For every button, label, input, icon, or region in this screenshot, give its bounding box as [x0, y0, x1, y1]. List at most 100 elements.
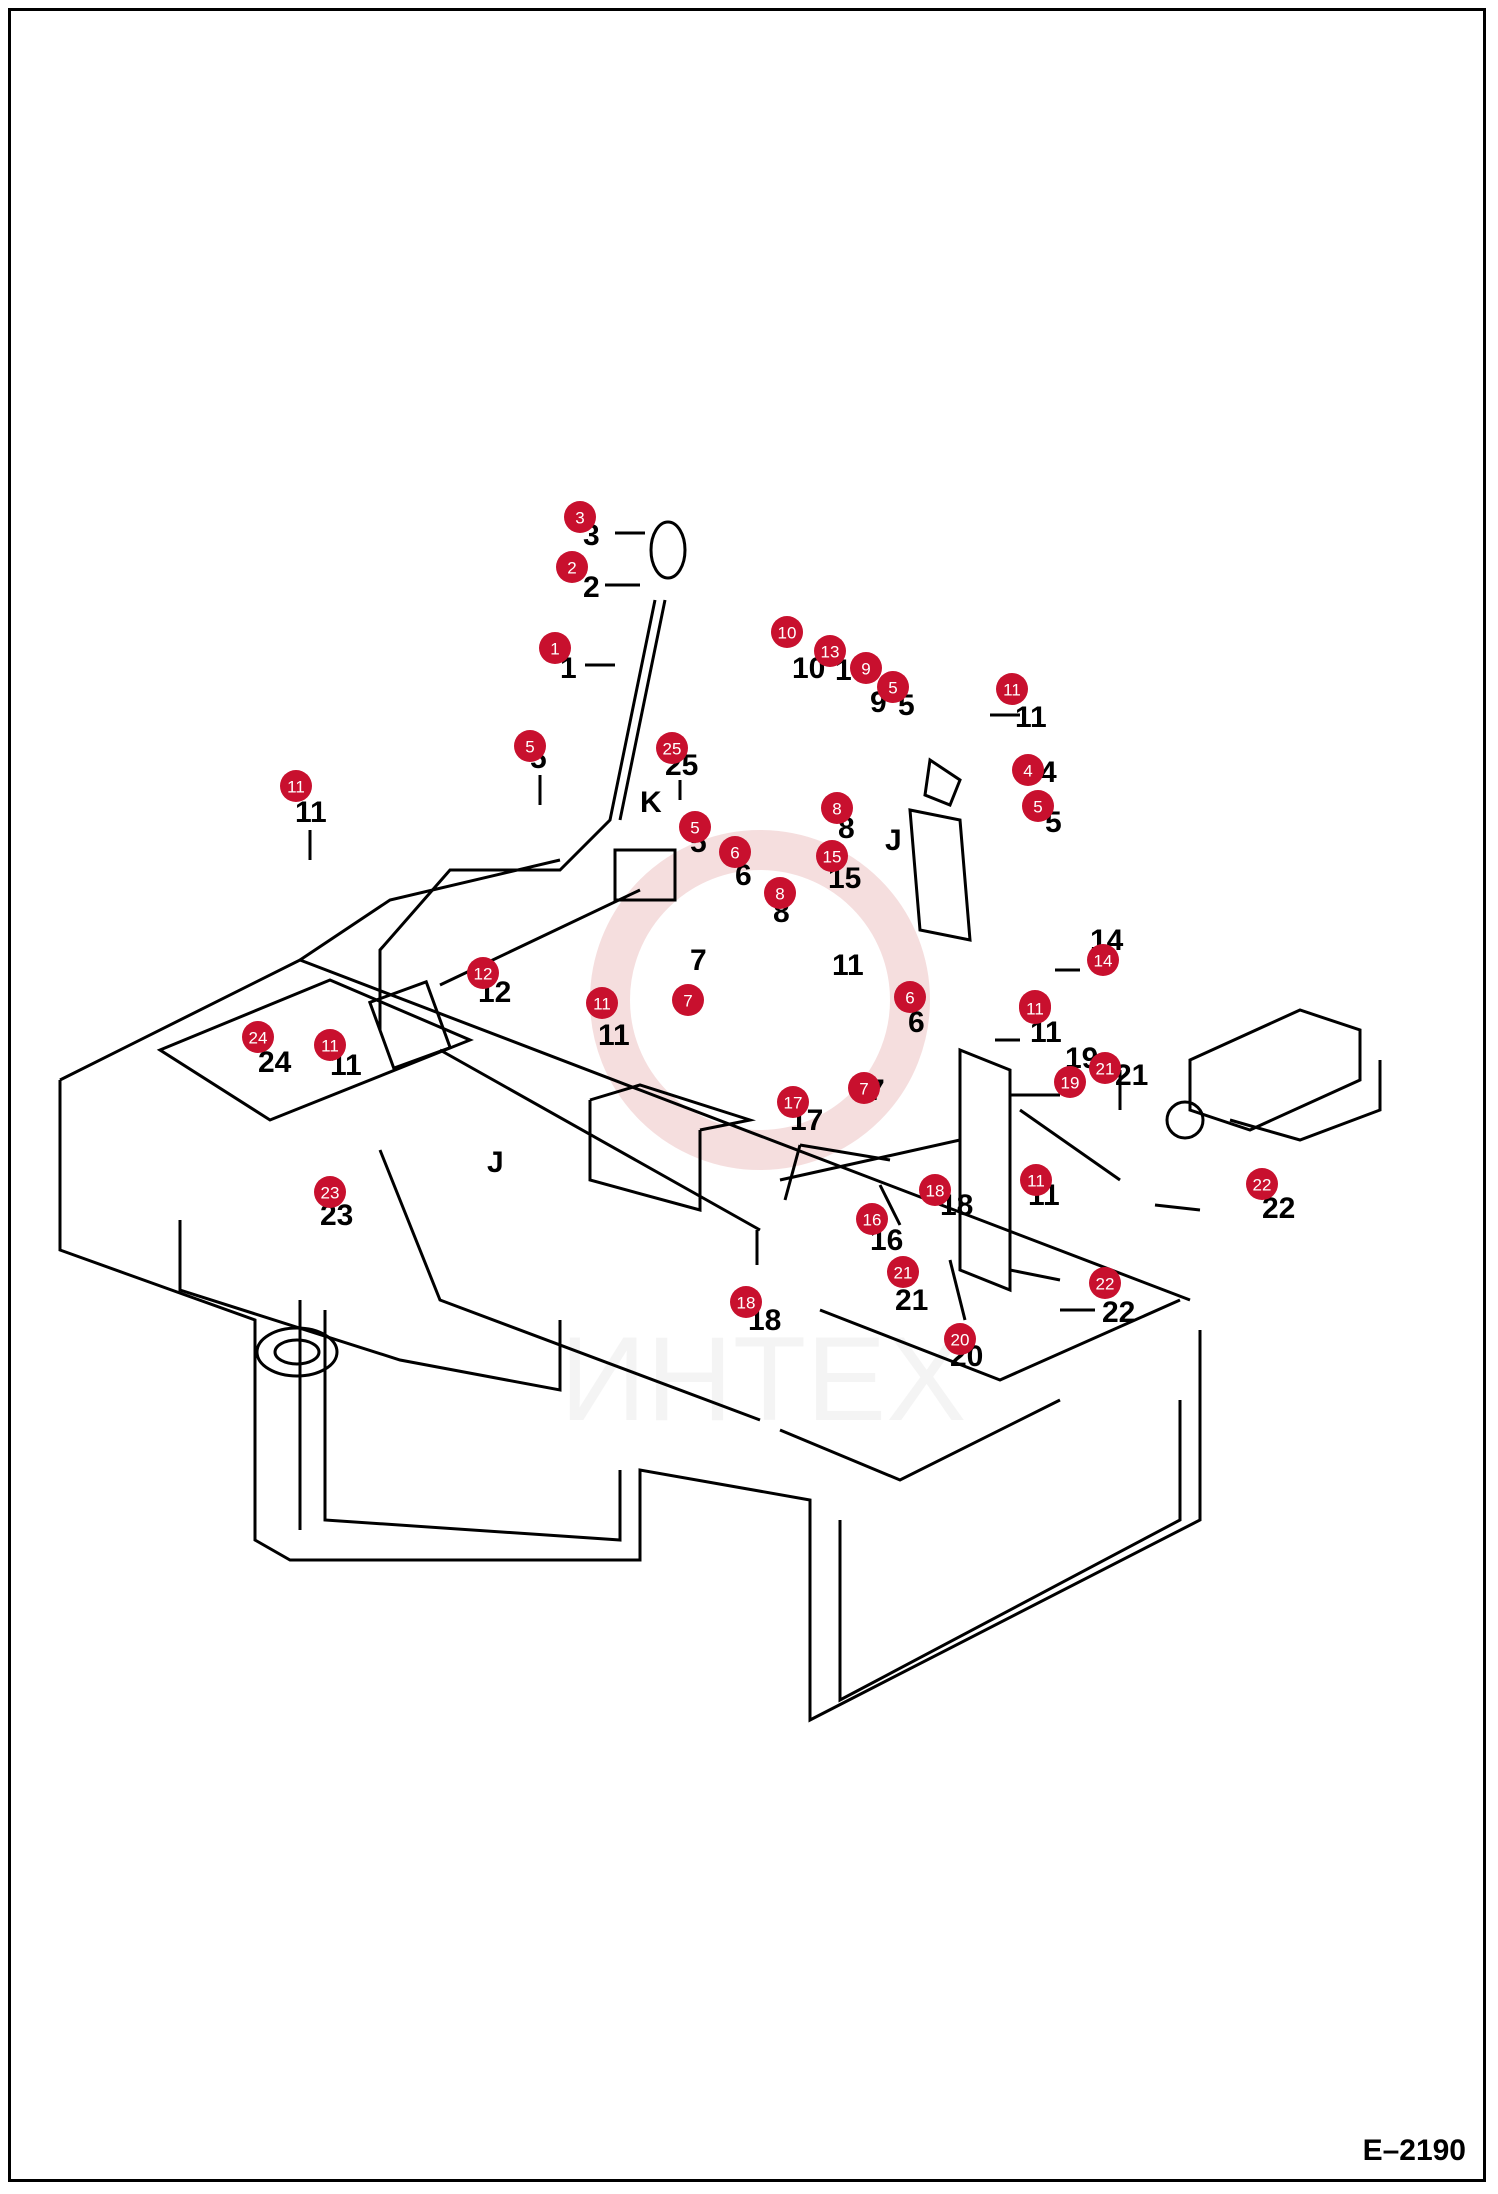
callout-number: 5 [1033, 798, 1042, 817]
callout-number: 5 [525, 738, 534, 757]
callout-number: 18 [737, 1294, 756, 1313]
diagram-frame [8, 8, 1486, 2182]
callout-24: 24 [242, 1021, 274, 1053]
callout-marker [996, 673, 1028, 705]
ref-letter-j-upper: J [885, 824, 902, 857]
callout-number: 21 [1096, 1060, 1115, 1079]
callout-13: 13 [814, 635, 846, 667]
lever-knob [649, 520, 687, 580]
callout-number: 11 [287, 778, 305, 797]
callout-marker [1020, 1164, 1052, 1196]
callout-marker [821, 792, 853, 824]
callout-marker [1054, 1066, 1086, 1098]
callout-marker [556, 551, 588, 583]
callout-number: 22 [1096, 1275, 1115, 1294]
callout-marker [850, 652, 882, 684]
callouts: 3215251156812711112423101395114581514116… [242, 501, 1278, 1355]
callout-number: 5 [690, 819, 699, 838]
callout-11: 11 [996, 673, 1028, 705]
callout-number: 13 [821, 643, 840, 662]
callout-marker [1019, 992, 1051, 1024]
callout-marker [816, 840, 848, 872]
callout-12: 12 [467, 957, 499, 989]
watermark: ИНТЕХ [560, 830, 966, 1446]
callout-number: 11 [1027, 1172, 1045, 1191]
callout-18: 18 [919, 1174, 951, 1206]
machine-frame-drawing [58, 858, 1202, 1723]
callout-marker [1089, 1052, 1121, 1084]
control-valve [1165, 1008, 1382, 1142]
figure-code: E–2190 [1362, 2134, 1466, 2167]
callout-marker [719, 836, 751, 868]
callout-marker [1246, 1168, 1278, 1200]
callout-8: 8 [821, 792, 853, 824]
callout-number: 8 [832, 800, 841, 819]
callout-15: 15 [816, 840, 848, 872]
callout-number: 6 [905, 989, 914, 1008]
callout-6: 6 [894, 981, 926, 1013]
part-label: 21 [895, 1284, 928, 1317]
callout-16: 16 [856, 1203, 888, 1235]
callout-marker [539, 632, 571, 664]
callout-number: 22 [1253, 1176, 1272, 1195]
callout-18: 18 [730, 1286, 762, 1318]
callout-11: 11 [280, 770, 312, 802]
part-label: 4 [1040, 756, 1057, 789]
callout-marker [848, 1072, 880, 1104]
callout-number: 14 [1094, 952, 1113, 971]
callout-21: 21 [887, 1256, 919, 1288]
callout-8: 8 [764, 877, 796, 909]
part-label: 2 [583, 571, 600, 604]
callout-number: 11 [321, 1037, 339, 1056]
callout-marker [242, 1021, 274, 1053]
callout-number: 18 [926, 1182, 945, 1201]
callout-marker [280, 770, 312, 802]
callout-number: 11 [1003, 681, 1021, 700]
reference-letters: K J J [487, 786, 902, 1179]
callout-marker [771, 616, 803, 648]
callout-number: 4 [1023, 762, 1032, 781]
callout-number: 25 [663, 740, 682, 759]
callout-marker [730, 1286, 762, 1318]
callout-number: 24 [249, 1029, 268, 1048]
callout-marker [314, 1029, 346, 1061]
callout-9: 9 [850, 652, 882, 684]
part-label: 11 [1015, 701, 1047, 734]
leader-lines [308, 531, 1201, 1321]
callout-number: 7 [683, 992, 692, 1011]
part-label: 22 [1102, 1296, 1135, 1329]
callout-marker [1022, 790, 1054, 822]
bracket-k [613, 848, 677, 902]
part-label: 11 [832, 949, 864, 982]
callout-number: 11 [1026, 1000, 1044, 1019]
ref-letter-j-lower: J [487, 1146, 504, 1179]
lever-rod [378, 599, 657, 1030]
control-lever-assembly [367, 520, 1121, 1293]
callout-marker [877, 671, 909, 703]
callout-2: 2 [556, 551, 588, 583]
callout-number: 19 [1061, 1074, 1080, 1093]
callout-21: 21 [1089, 1052, 1121, 1084]
callout-marker [564, 501, 596, 533]
callout-marker [656, 732, 688, 764]
right-bracket [908, 808, 972, 942]
callout-marker [467, 957, 499, 989]
part-label: 7 [690, 944, 707, 977]
callout-marker [894, 981, 926, 1013]
callout-number: 21 [894, 1264, 913, 1283]
callout-number: 1 [550, 640, 559, 659]
callout-10: 10 [771, 616, 803, 648]
callout-marker [919, 1174, 951, 1206]
callout-23: 23 [314, 1176, 346, 1208]
callout-5: 5 [679, 811, 711, 843]
part-label: 6 [908, 1006, 925, 1039]
callout-5: 5 [877, 671, 909, 703]
callout-4: 4 [1012, 754, 1044, 786]
part-number-labels: 3 2 1 5 25 11 12 11 24 23 5 6 8 7 11 10 … [258, 519, 1295, 1373]
callout-marker [944, 1323, 976, 1355]
callout-number: 12 [474, 965, 493, 984]
callout-number: 20 [951, 1331, 970, 1350]
callout-20: 20 [944, 1323, 976, 1355]
callout-marker [814, 635, 846, 667]
callout-11: 11 [1019, 992, 1051, 1024]
